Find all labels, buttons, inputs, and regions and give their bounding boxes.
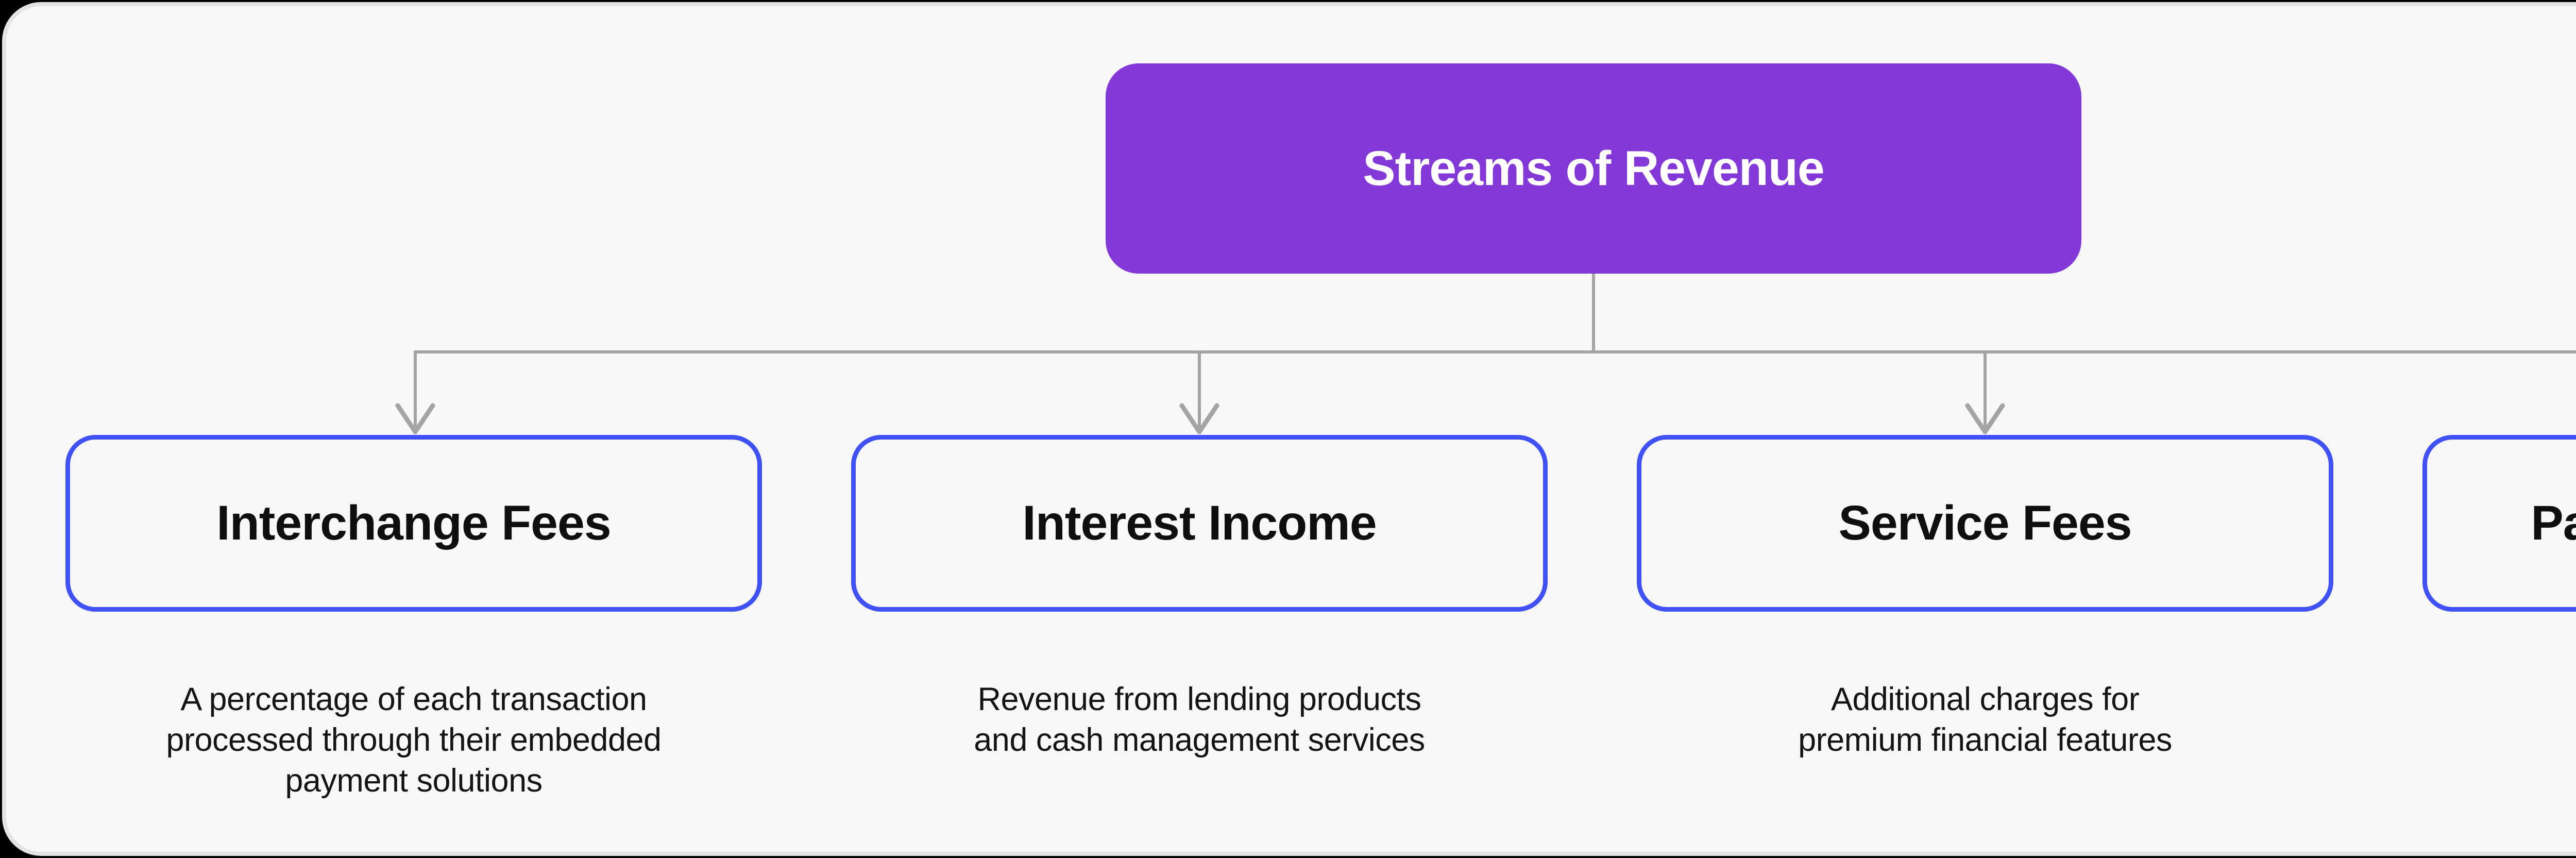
root-node-streams-of-revenue: Streams of Revenue bbox=[1106, 63, 2081, 274]
node-title: Interchange Fees bbox=[216, 496, 611, 550]
node-description: Income from collaborations with financia… bbox=[2384, 679, 2576, 761]
node-partnership-revenue: Partnership Revenue bbox=[2422, 435, 2576, 612]
node-description: A percentage of each transaction process… bbox=[166, 681, 662, 799]
node-title: Service Fees bbox=[1838, 496, 2132, 550]
node-service-fees: Service Fees bbox=[1637, 435, 2333, 612]
node-title: Partnership Revenue bbox=[2531, 496, 2576, 550]
node-title: Interest Income bbox=[1022, 496, 1377, 550]
node-description: Additional charges for premium financial… bbox=[1798, 681, 2172, 758]
root-node-label: Streams of Revenue bbox=[1363, 141, 1824, 196]
node-interchange-fees: Interchange Fees bbox=[65, 435, 762, 612]
node-interest-income: Interest Income bbox=[851, 435, 1548, 612]
node-description: Revenue from lending products and cash m… bbox=[974, 681, 1425, 758]
